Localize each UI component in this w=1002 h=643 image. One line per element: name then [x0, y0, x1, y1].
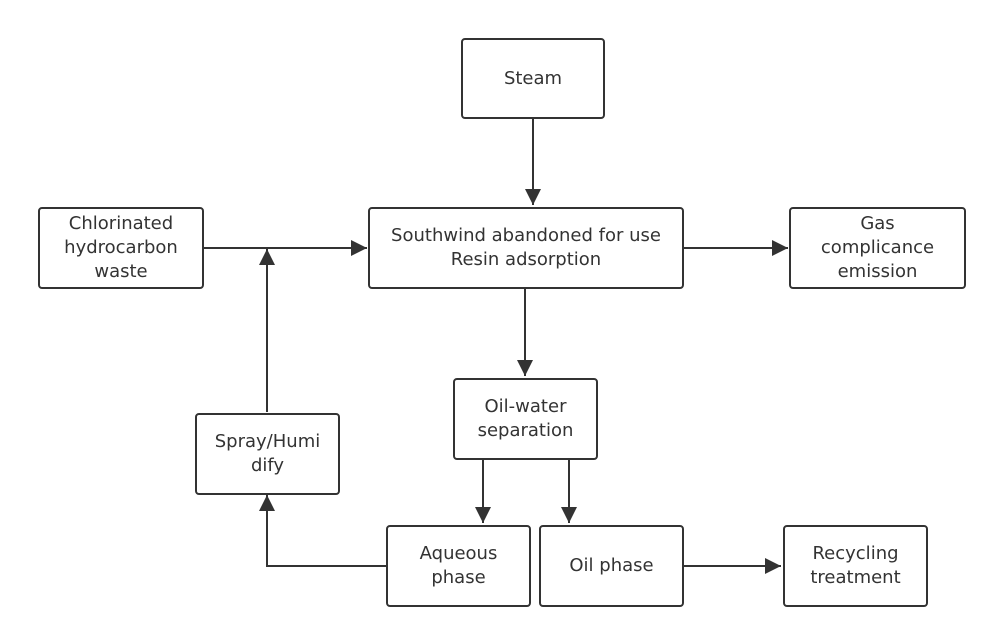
- node-recycling-line-1: Recycling: [812, 543, 899, 564]
- node-chlorinated-label: Chlorinated hydrocarbon waste: [64, 212, 178, 284]
- node-chlorinated-line-1: Chlorinated: [68, 213, 174, 234]
- node-oilwater-line-1: Oil-water: [484, 396, 567, 417]
- node-gas-label: Gas complicance emission: [821, 212, 934, 284]
- node-spray-line-1: Spray/Humi: [214, 431, 321, 452]
- node-aqueous-line-2: phase: [431, 567, 486, 588]
- node-resin-adsorption-label: Southwind abandoned for use Resin adsorp…: [391, 224, 661, 272]
- node-oilwater-line-2: separation: [477, 420, 574, 441]
- node-chlorinated-line-2: hydrocarbon: [64, 237, 178, 258]
- node-aqueous-phase: Aqueous phase: [386, 525, 531, 607]
- node-chlorinated-line-3: waste: [94, 261, 148, 282]
- node-gas-line-2: complicance: [820, 237, 935, 258]
- node-recycling-line-2: treatment: [810, 567, 901, 588]
- node-gas-emission: Gas complicance emission: [789, 207, 966, 289]
- node-oilwater-label: Oil-water separation: [478, 395, 574, 443]
- arrow-aqueous-to-spray: [259, 495, 386, 567]
- node-oilphase-label: Oil phase: [569, 554, 653, 578]
- node-recycling-label: Recycling treatment: [810, 542, 900, 590]
- node-resin-adsorption-line-1: Southwind abandoned for use: [391, 225, 661, 246]
- node-steam-line-1: Steam: [503, 67, 563, 89]
- node-aqueous-line-1: Aqueous: [419, 543, 498, 564]
- node-steam-label: Steam: [504, 67, 562, 91]
- node-spray-line-2: dify: [250, 455, 285, 476]
- node-steam: Steam: [461, 38, 605, 119]
- node-resin-adsorption-line-2: Resin adsorption: [450, 249, 602, 270]
- node-oil-phase: Oil phase: [539, 525, 684, 607]
- node-resin-adsorption: Southwind abandoned for use Resin adsorp…: [368, 207, 684, 289]
- node-spray-label: Spray/Humi dify: [215, 430, 320, 478]
- node-aqueous-label: Aqueous phase: [420, 542, 498, 590]
- node-gas-line-3: emission: [837, 261, 918, 282]
- node-chlorinated-hydrocarbon-waste: Chlorinated hydrocarbon waste: [38, 207, 204, 289]
- node-oil-water-separation: Oil-water separation: [453, 378, 598, 460]
- node-spray-humidify: Spray/Humi dify: [195, 413, 340, 495]
- node-oilphase-line-1: Oil phase: [569, 555, 654, 576]
- node-recycling-treatment: Recycling treatment: [783, 525, 928, 607]
- node-gas-line-1: Gas: [860, 213, 895, 234]
